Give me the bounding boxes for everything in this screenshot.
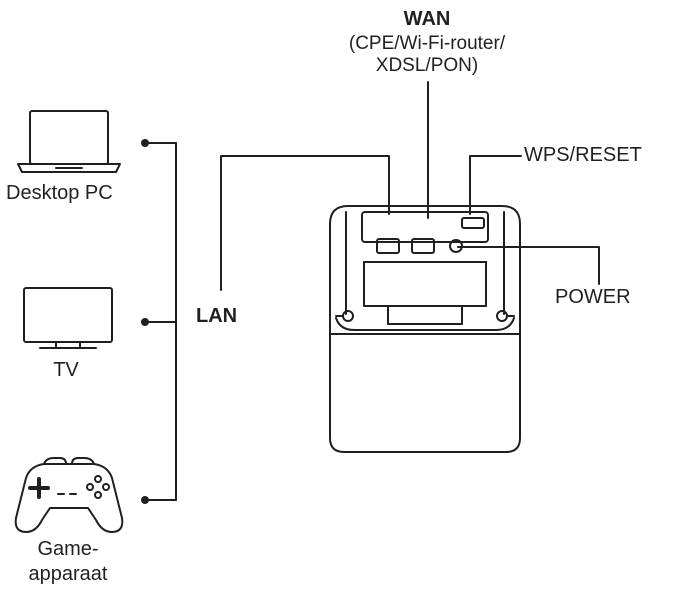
- leader-lines: [220, 81, 600, 291]
- power-label: POWER: [555, 286, 631, 308]
- tv-icon: [23, 287, 113, 349]
- desktop-connection-dot: [141, 139, 149, 147]
- gamepad-icon: [14, 457, 124, 533]
- wan-subtitle-line1: (CPE/Wi-Fi-router/: [348, 33, 506, 54]
- tv-connection-dot: [141, 318, 149, 326]
- desktop-pc-label: Desktop PC: [6, 182, 113, 204]
- game-connection-dot: [141, 496, 149, 504]
- router-device: [329, 205, 521, 453]
- laptop-icon: [17, 110, 121, 173]
- game-label-line2: apparaat: [28, 563, 108, 585]
- wan-subtitle-line2: XDSL/PON): [375, 55, 479, 76]
- game-label-line1: Game-: [37, 538, 99, 560]
- tv-label: TV: [53, 359, 79, 381]
- wps-reset-label: WPS/RESET: [524, 144, 642, 166]
- lan-label: LAN: [196, 305, 238, 327]
- wan-title: WAN: [403, 8, 451, 30]
- lan-bus: [144, 142, 177, 501]
